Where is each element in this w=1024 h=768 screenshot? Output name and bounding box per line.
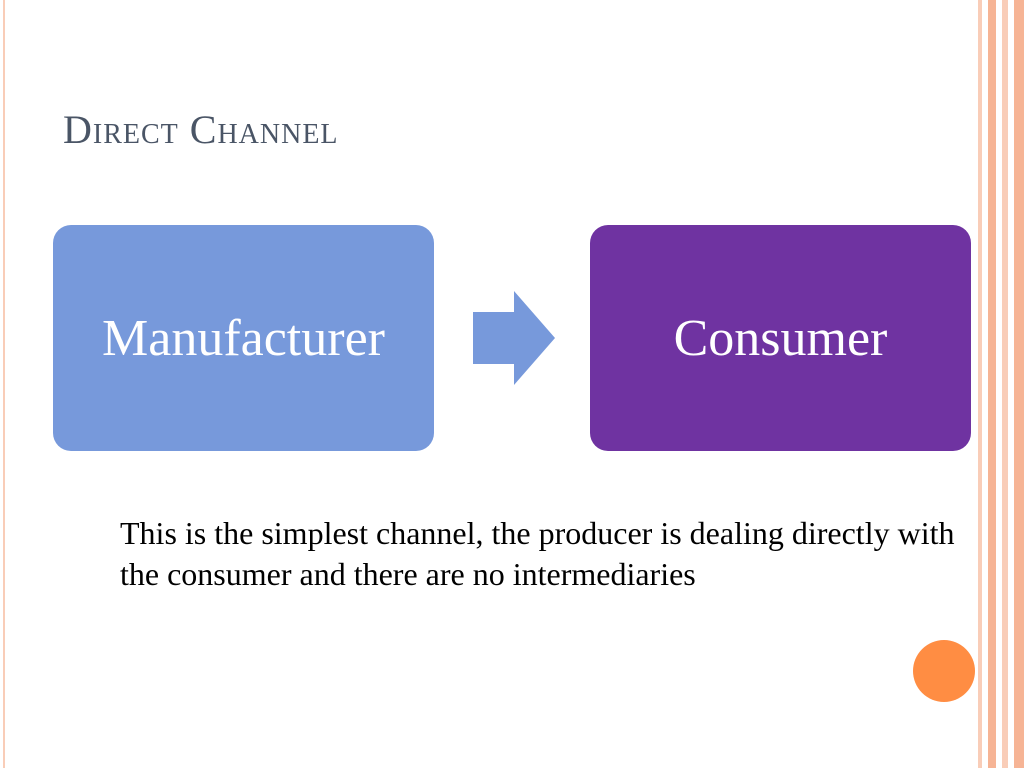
border-stripe <box>978 0 982 768</box>
arrow-shape <box>473 291 555 385</box>
consumer-label: Consumer <box>673 309 888 367</box>
left-border-line <box>3 0 5 768</box>
border-stripe <box>1002 0 1008 768</box>
consumer-box: Consumer <box>590 225 971 451</box>
body-text: This is the simplest channel, the produc… <box>120 515 955 592</box>
left-border <box>0 0 9 768</box>
slide-title: Direct Channel <box>63 107 339 152</box>
border-stripe <box>1014 0 1024 768</box>
manufacturer-box: Manufacturer <box>53 225 434 451</box>
right-arrow-icon <box>473 291 555 385</box>
manufacturer-label: Manufacturer <box>102 309 385 367</box>
border-stripe <box>988 0 996 768</box>
accent-circle <box>913 640 975 702</box>
right-border-stripes <box>978 0 1024 768</box>
